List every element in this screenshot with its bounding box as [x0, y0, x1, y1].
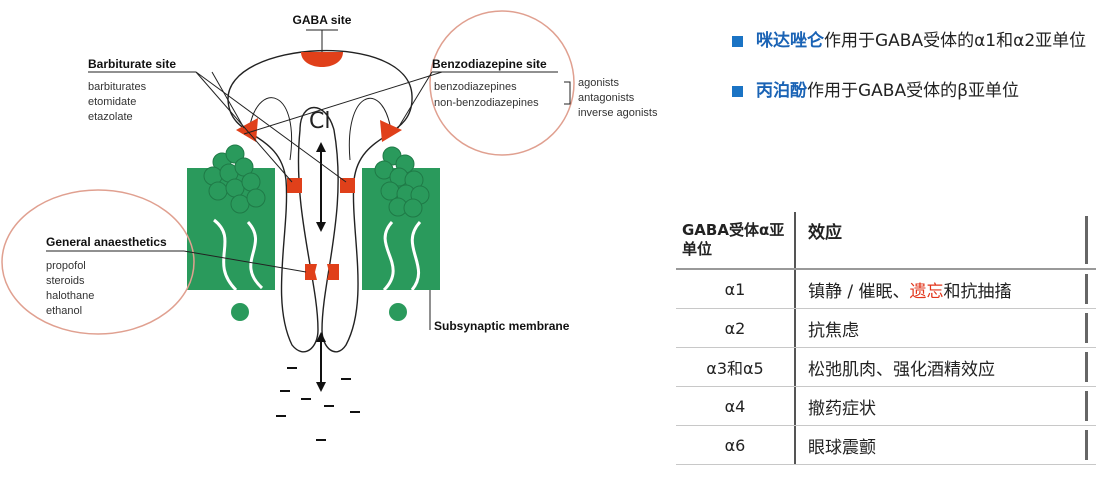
- barbiturate-site-right: [340, 178, 355, 193]
- barbiturate-site-title: Barbiturate site: [88, 57, 176, 71]
- header-subunit: GABA受体α亚单位: [676, 212, 796, 268]
- anaesthetic-item: ethanol: [46, 305, 82, 317]
- table-header: GABA受体α亚单位 效应: [676, 212, 1096, 270]
- table-row: α1 镇静 / 催眠、遗忘和抗抽搐: [676, 270, 1096, 309]
- gaba-site-marker: [301, 52, 343, 67]
- effect-cell: 镇静 / 催眠、遗忘和抗抽搐: [796, 270, 1096, 308]
- note-propofol: 丙泊酚作用于GABA受体的β亚单位: [732, 78, 1102, 104]
- effect-cell: 眼球震颤: [808, 437, 876, 458]
- gaba-site-label: GABA site: [293, 13, 352, 27]
- subunit-cell: α3和α5: [676, 348, 796, 386]
- helix-right: [374, 146, 430, 218]
- table-row: α6 眼球震颤: [676, 426, 1096, 465]
- subunit-effects-table: GABA受体α亚单位 效应 α1 镇静 / 催眠、遗忘和抗抽搐 α2 抗焦虑 α…: [676, 212, 1096, 468]
- anaesthetics-circle: [1, 189, 195, 335]
- barbiturate-item: etazolate: [88, 111, 133, 123]
- effect-cell: 撤药症状: [808, 398, 876, 419]
- benzo-item: benzodiazepines: [434, 81, 517, 93]
- effect-cell: 抗焦虑: [808, 320, 859, 341]
- benzo-circle: [429, 10, 575, 156]
- ligand-type: agonists: [578, 77, 619, 89]
- note-highlight: 丙泊酚: [756, 81, 807, 101]
- note-highlight: 咪达唑仑: [756, 31, 824, 51]
- table-row: α3和α5 松弛肌肉、强化酒精效应: [676, 348, 1096, 387]
- ligand-type: antagonists: [578, 92, 635, 104]
- gaba-receptor-diagram: GABA site Cl Barbiturate site barbiturat…: [1, 10, 658, 441]
- chloride-label: Cl: [309, 109, 330, 134]
- anaesthetic-item: propofol: [46, 260, 86, 272]
- anaesthetics-title: General anaesthetics: [46, 235, 167, 249]
- helix-left: [203, 144, 266, 214]
- subunit-cell: α4: [676, 387, 796, 425]
- benzo-site-title: Benzodiazepine site: [432, 57, 547, 71]
- chloride-ions: [276, 367, 360, 441]
- note-midazolam: 咪达唑仑作用于GABA受体的α1和α2亚单位: [732, 28, 1102, 54]
- ligand-type: inverse agonists: [578, 107, 658, 119]
- subunit-cell: α2: [676, 309, 796, 347]
- anaesthetic-item: steroids: [46, 275, 85, 287]
- benzo-item: non-benzodiazepines: [434, 97, 539, 109]
- bullet-icon: [732, 36, 743, 47]
- barbiturate-item: barbiturates: [88, 81, 147, 93]
- benzo-site-right: [380, 120, 402, 142]
- subunit-cell: α6: [676, 426, 796, 464]
- effect-highlight: 遗忘: [909, 281, 944, 302]
- barbiturate-site-left: [287, 178, 302, 193]
- table-row: α4 撤药症状: [676, 387, 1096, 426]
- bullet-icon: [732, 86, 743, 97]
- anaesthetic-item: halothane: [46, 290, 94, 302]
- header-effect: 效应: [808, 223, 842, 243]
- notes: 咪达唑仑作用于GABA受体的α1和α2亚单位 丙泊酚作用于GABA受体的β亚单位: [732, 28, 1102, 128]
- barbiturate-item: etomidate: [88, 96, 136, 108]
- receptor-outline: [227, 50, 413, 353]
- effect-cell: 松弛肌肉、强化酒精效应: [808, 359, 995, 380]
- note-text: 作用于GABA受体的α1和α2亚单位: [824, 31, 1087, 51]
- helix-foot-right: [389, 303, 407, 321]
- note-text: 作用于GABA受体的β亚单位: [807, 81, 1019, 101]
- subunit-cell: α1: [676, 270, 796, 308]
- anaesthetic-site: [305, 264, 317, 280]
- membrane-label: Subsynaptic membrane: [434, 319, 570, 333]
- helix-foot-left: [231, 303, 249, 321]
- table-row: α2 抗焦虑: [676, 309, 1096, 348]
